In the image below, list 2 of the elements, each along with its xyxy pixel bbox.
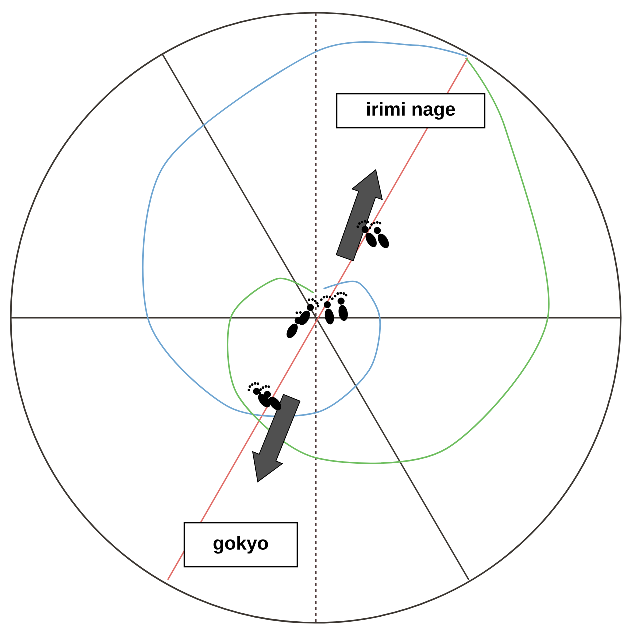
- label-box: irimi nage: [336, 93, 486, 129]
- label-box: gokyo: [184, 522, 298, 568]
